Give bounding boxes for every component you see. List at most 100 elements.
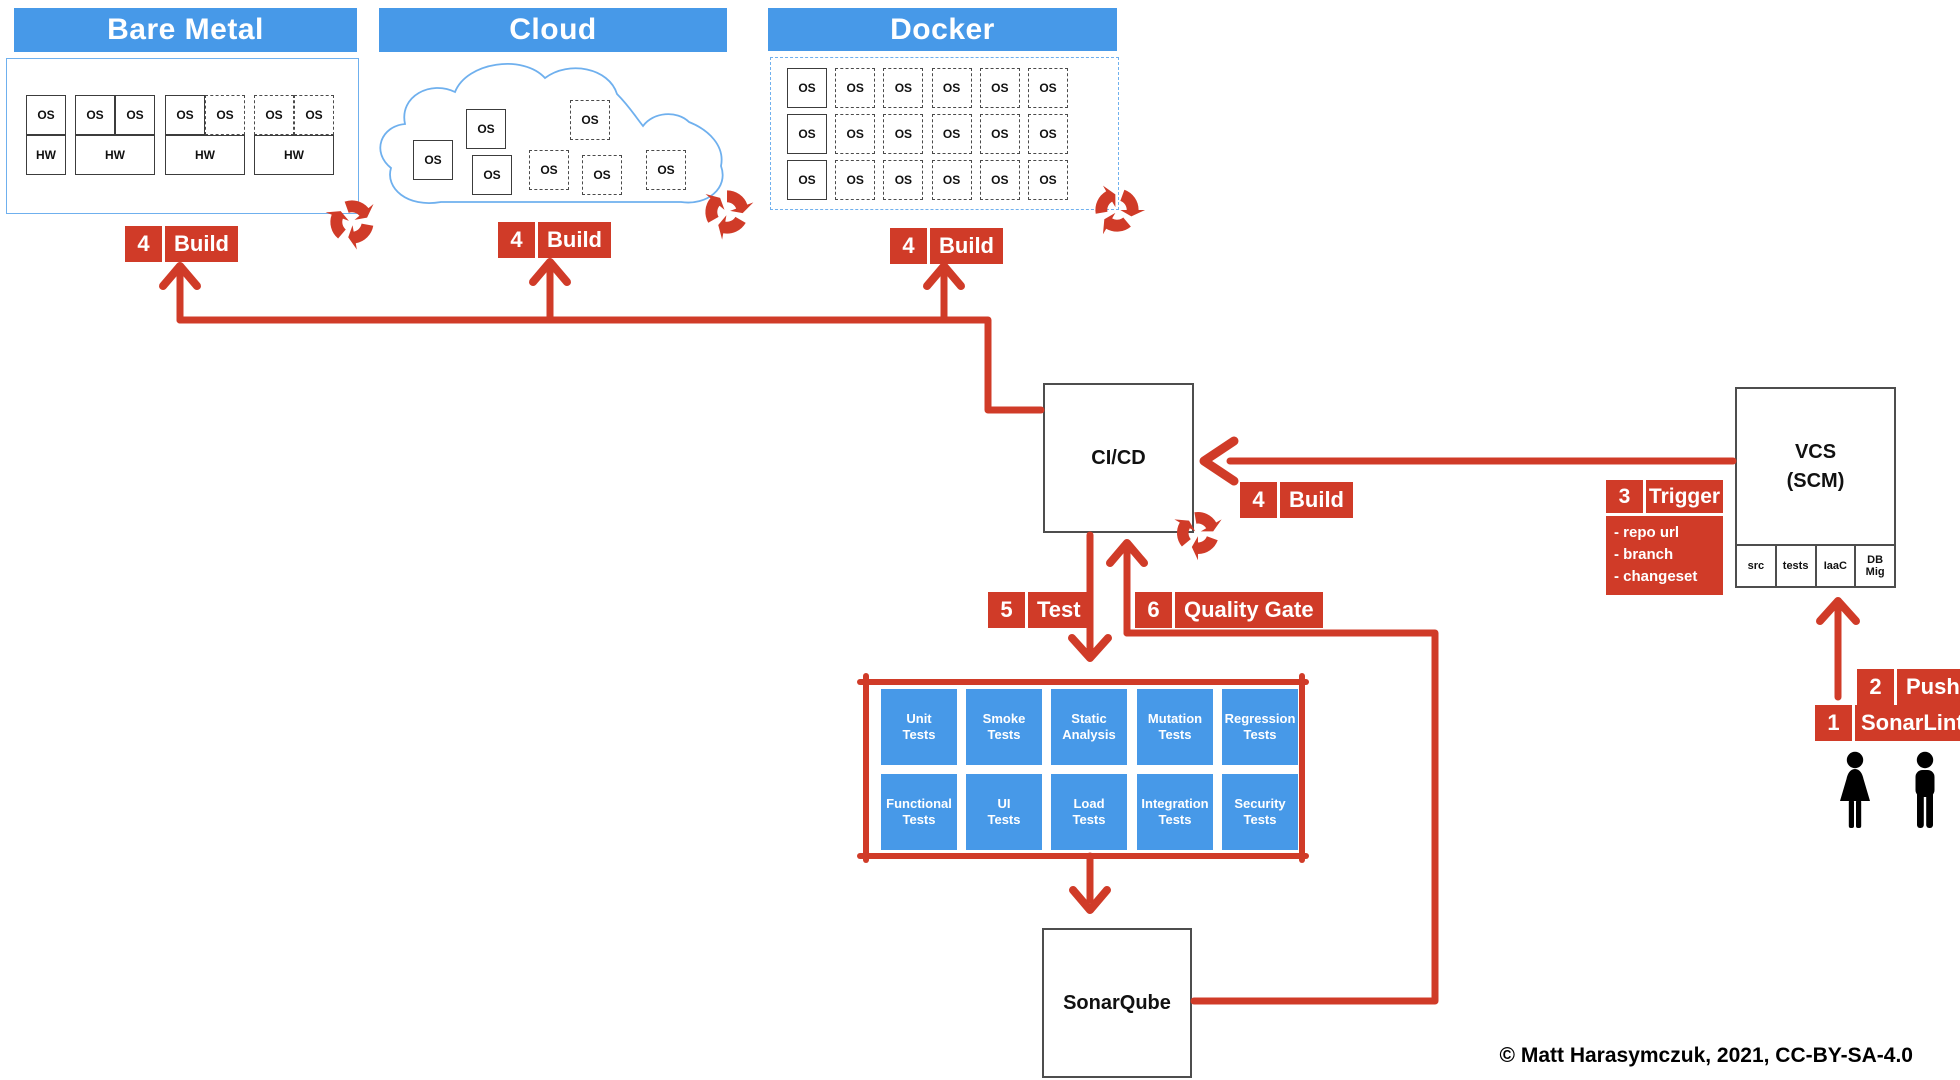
bare-metal-header: Bare Metal — [14, 8, 357, 52]
build-fanout-line — [159, 258, 1045, 414]
step-number: 1 — [1815, 705, 1852, 741]
step-label: Trigger — [1648, 484, 1721, 508]
step-label: Build — [165, 226, 238, 262]
vcs-cell: IaaC — [1814, 546, 1855, 586]
os-box: OS — [472, 155, 512, 195]
os-box: OS — [26, 95, 66, 135]
hw-box: HW — [26, 135, 66, 175]
test-box: UI Tests — [966, 774, 1042, 850]
test-box: Unit Tests — [881, 689, 957, 765]
test-box: Regression Tests — [1222, 689, 1298, 765]
step-trigger: 3 Trigger - repo url - branch - changeset — [1606, 480, 1723, 596]
vcs-cell: tests — [1774, 546, 1815, 586]
step-number: 4 — [890, 228, 927, 264]
cicd-label: CI/CD — [1091, 446, 1146, 469]
step-number: 6 — [1135, 592, 1172, 628]
woman-icon — [1840, 751, 1870, 828]
os-box: OS — [979, 68, 1020, 108]
os-box: OS — [1028, 114, 1068, 154]
cloud-shape — [379, 63, 724, 204]
os-box: OS — [883, 114, 924, 154]
os-box: OS — [931, 160, 972, 200]
step-quality-gate: 6 Quality Gate — [1135, 592, 1323, 628]
vcs-title-line2: (SCM) — [1786, 469, 1845, 492]
test-box: Mutation Tests — [1137, 689, 1213, 765]
step-test: 5 Test — [988, 592, 1090, 628]
step-label: Test — [1028, 592, 1090, 628]
step-build-bare-metal: 4 Build — [125, 226, 238, 262]
docker-header: Docker — [768, 8, 1117, 51]
test-box: Integration Tests — [1137, 774, 1213, 850]
cicd-box: CI/CD — [1043, 383, 1194, 533]
test-box: Static Analysis — [1051, 689, 1127, 765]
trigger-detail: - changeset — [1614, 567, 1698, 585]
step-number: 5 — [988, 592, 1025, 628]
step-number: 4 — [498, 222, 535, 258]
step-label: Push — [1897, 669, 1960, 705]
sonarqube-label: SonarQube — [1063, 991, 1171, 1014]
test-box: Functional Tests — [881, 774, 957, 850]
os-box: OS — [979, 114, 1020, 154]
step-label: Quality Gate — [1175, 592, 1323, 628]
vcs-title-line1: VCS — [1794, 440, 1837, 463]
step-sonarlint: 1 SonarLint — [1815, 705, 1960, 741]
copyright-text: © Matt Harasymczuk, 2021, CC-BY-SA-4.0 — [1499, 1044, 1913, 1067]
trigger-details: - repo url - branch - changeset — [1606, 513, 1723, 595]
push-to-vcs-arrow — [1816, 597, 1860, 701]
os-box: OS — [165, 95, 205, 135]
cloud-header: Cloud — [379, 8, 727, 52]
step-push: 2 Push — [1857, 669, 1960, 705]
sonarqube-box: SonarQube — [1042, 928, 1192, 1078]
os-box: OS — [835, 68, 876, 108]
test-box: Load Tests — [1051, 774, 1127, 850]
step-number: 4 — [1240, 482, 1277, 518]
os-box: OS — [254, 95, 294, 135]
man-icon — [1915, 751, 1935, 828]
os-box: OS — [835, 114, 876, 154]
os-box: OS — [115, 95, 155, 135]
step-number: 4 — [125, 226, 162, 262]
hw-box: HW — [75, 135, 155, 175]
step-label: Build — [1280, 482, 1353, 518]
step-label: Build — [930, 228, 1003, 264]
step-build-docker: 4 Build — [890, 228, 1003, 264]
os-box: OS — [646, 150, 686, 190]
hw-box: HW — [165, 135, 245, 175]
os-box: OS — [787, 68, 827, 108]
os-box: OS — [570, 100, 610, 140]
trigger-detail: - repo url — [1614, 524, 1680, 541]
os-box: OS — [582, 155, 622, 195]
hw-box: HW — [254, 135, 334, 175]
vcs-title: VCS (SCM) — [1737, 389, 1894, 544]
vcs-to-cicd-arrow — [1199, 436, 1737, 486]
vcs-cell: DB Mig — [1854, 546, 1894, 586]
step-number: 3 — [1606, 480, 1646, 513]
os-box: OS — [1028, 160, 1068, 200]
os-box: OS — [205, 95, 245, 135]
step-label: Build — [538, 222, 611, 258]
os-box: OS — [979, 160, 1020, 200]
trigger-detail: - branch — [1614, 545, 1674, 563]
test-box: Smoke Tests — [966, 689, 1042, 765]
os-box: OS — [413, 140, 453, 180]
os-box: OS — [931, 68, 972, 108]
os-box: OS — [931, 114, 972, 154]
step-build-cicd: 4 Build — [1240, 482, 1353, 518]
os-box: OS — [883, 68, 924, 108]
os-box: OS — [466, 109, 506, 149]
os-box: OS — [835, 160, 876, 200]
os-box: OS — [529, 150, 569, 190]
os-box: OS — [75, 95, 115, 135]
os-box: OS — [1028, 68, 1068, 108]
os-box: OS — [787, 114, 827, 154]
vcs-cell: src — [1747, 559, 1765, 572]
os-box: OS — [294, 95, 334, 135]
os-box: OS — [883, 160, 924, 200]
test-box: Security Tests — [1222, 774, 1298, 850]
step-label: SonarLint — [1855, 705, 1960, 741]
step-build-cloud: 4 Build — [498, 222, 611, 258]
step-number: 2 — [1857, 669, 1894, 705]
